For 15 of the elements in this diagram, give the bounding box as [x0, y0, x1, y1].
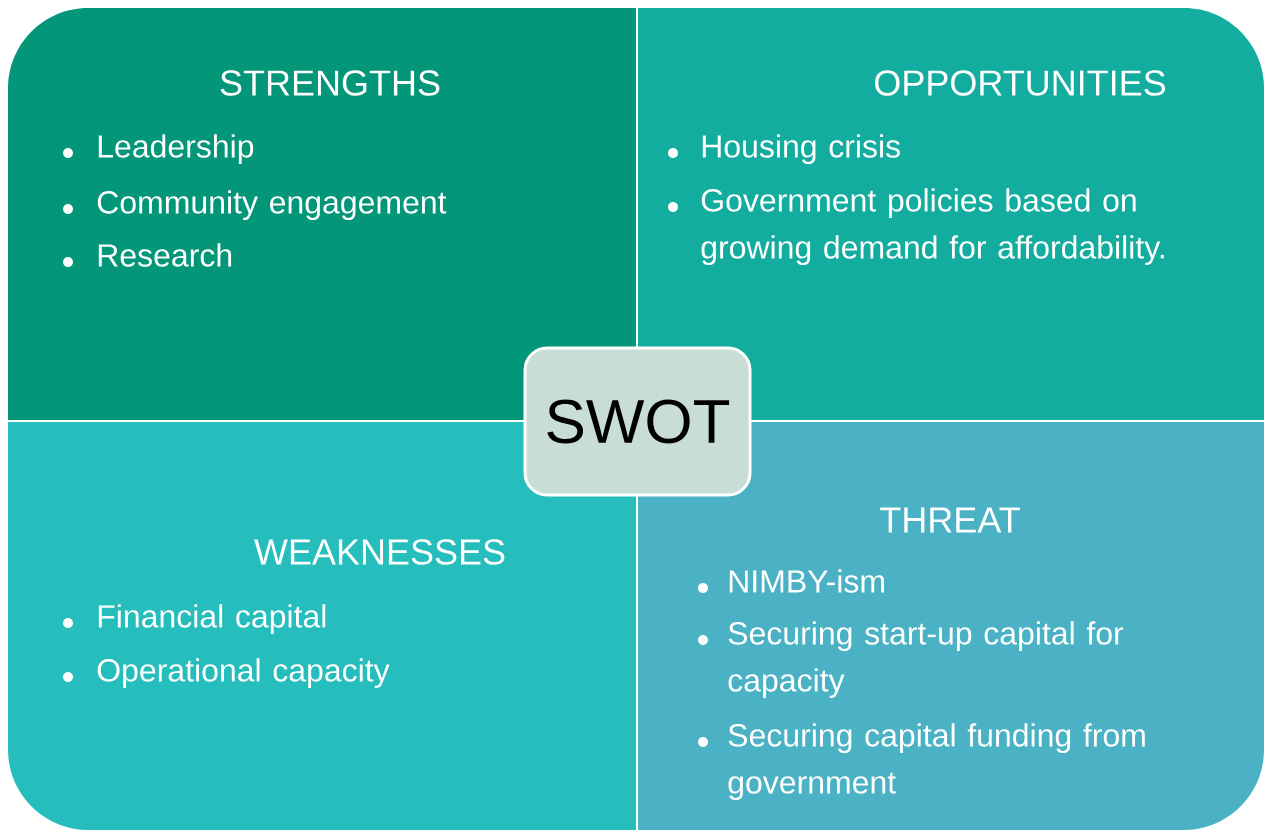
bullet-item: Securing start-up capital for capacity — [698, 621, 1124, 698]
center-box: SWOT — [523, 346, 752, 497]
bullet-item: Research — [63, 243, 232, 267]
heading: STRENGTHS — [220, 70, 440, 96]
bullet-item: Community engagement — [63, 190, 447, 220]
heading: WEAKNESSES — [254, 539, 505, 565]
bullet-item: Securing capital funding from government — [698, 723, 1145, 800]
bullet-item: Government policies based on growing demand for affordability. — [668, 188, 1164, 265]
heading: THREAT — [880, 507, 1020, 533]
bullet-item: Financial capital — [63, 604, 326, 634]
bullet-item: NIMBY-ism — [698, 569, 884, 593]
bullet-item: Leadership — [63, 134, 254, 164]
bullet-item: Operational capacity — [63, 658, 390, 688]
heading: OPPORTUNITIES — [875, 70, 1166, 96]
bullet-item: Housing crisis — [668, 134, 900, 164]
